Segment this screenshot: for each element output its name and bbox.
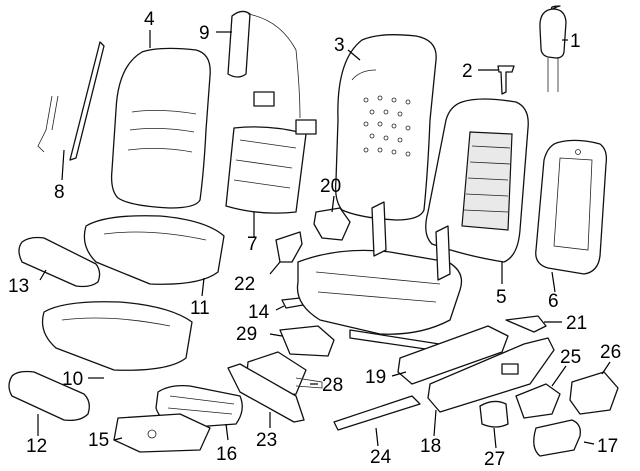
part-bracket	[313, 207, 351, 241]
part-backrest-trim-panel	[535, 139, 608, 275]
callout-25: 25	[560, 347, 581, 368]
part-memory-switch	[569, 371, 619, 415]
part-side-trim-panel	[397, 325, 509, 385]
part-backrest-frame	[425, 98, 529, 263]
callout-13: 13	[8, 276, 29, 297]
callout-11: 11	[190, 298, 210, 319]
callout-19: 19	[365, 367, 386, 388]
part-outer-trim-panel	[427, 337, 555, 413]
callout-16: 16	[216, 444, 237, 465]
callout-15: 15	[88, 430, 109, 451]
callout-23: 23	[256, 430, 277, 451]
part-sill-trim	[333, 395, 421, 431]
callout-22: 22	[234, 274, 255, 295]
part-side-bolster-lower	[8, 370, 90, 422]
callout-8: 8	[54, 182, 65, 203]
callout-12: 12	[26, 436, 47, 457]
callout-29: 29	[236, 324, 257, 345]
callout-3: 3	[334, 35, 345, 56]
callout-17: 17	[597, 436, 618, 457]
part-backrest-heating-pad	[225, 126, 307, 214]
part-small-knob	[505, 315, 547, 333]
callout-7: 7	[247, 234, 258, 255]
part-seat-switch	[515, 383, 561, 419]
callout-20: 20	[320, 176, 341, 197]
callout-26: 26	[600, 342, 621, 363]
callout-27: 27	[484, 449, 505, 470]
part-seat-cushion-foam	[41, 301, 193, 371]
callout-labels: 1 2 3 4 5 6 7 8 9 10 11 12 13 14 15 16 1…	[8, 9, 621, 470]
frame-springs	[463, 145, 511, 213]
part-backrest-upholstery	[110, 47, 211, 209]
callout-28: 28	[322, 375, 343, 396]
callout-10: 10	[62, 369, 83, 390]
part-mounting-plate	[279, 325, 335, 357]
callout-5: 5	[496, 287, 507, 308]
callout-1: 1	[570, 31, 581, 52]
callout-2: 2	[462, 61, 473, 82]
callout-18: 18	[420, 436, 441, 457]
callout-24: 24	[370, 447, 392, 468]
part-wire-frame	[37, 41, 105, 161]
part-guide-sleeve	[497, 65, 515, 95]
callout-6: 6	[548, 291, 559, 312]
part-side-bolster-upper	[18, 236, 101, 288]
part-headrest	[539, 5, 567, 92]
part-control-button	[479, 400, 509, 428]
part-clip-bracket	[275, 231, 303, 263]
perforation-dots	[363, 95, 411, 157]
leader-lines	[37, 30, 611, 449]
part-backrest-cover-rear	[334, 34, 437, 221]
part-seat-frame-assembly	[296, 201, 463, 353]
callout-14: 14	[248, 302, 270, 323]
callout-4: 4	[144, 9, 155, 30]
part-trim-strip	[227, 363, 305, 423]
part-seat-cushion-upholstery	[83, 215, 225, 285]
part-adjustment-motor	[533, 419, 581, 457]
part-side-airbag	[227, 10, 317, 135]
callout-21: 21	[566, 313, 587, 334]
callout-9: 9	[199, 23, 210, 44]
